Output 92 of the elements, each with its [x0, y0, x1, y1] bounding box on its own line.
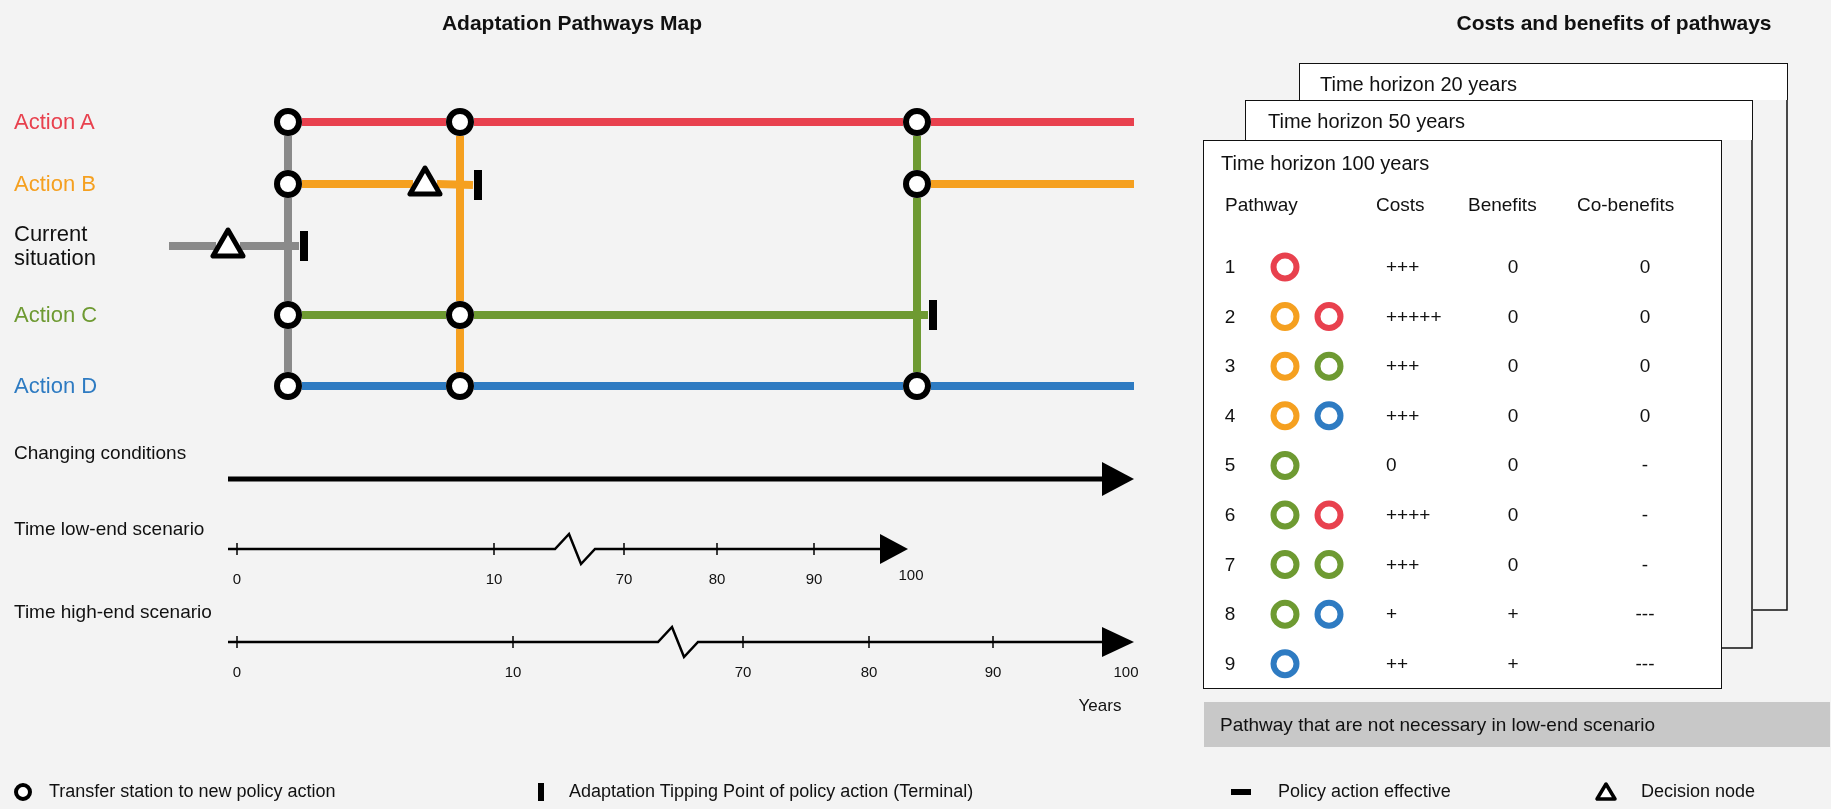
column-header: Benefits: [1468, 194, 1537, 216]
horizon-card: [1203, 140, 1722, 689]
tick-label: 100: [1113, 663, 1139, 681]
co-benefit-value: 0: [1639, 256, 1651, 278]
transfer-station: [274, 170, 302, 198]
legend-text: Policy action effective: [1278, 782, 1451, 802]
tick-label: 90: [984, 663, 1002, 681]
transfer-station: [903, 372, 931, 400]
cost-value: 0: [1386, 454, 1397, 476]
decision-triangle: [407, 165, 443, 197]
benefit-value: +: [1507, 603, 1519, 625]
note-panel: Pathway that are not necessary in low-end scenario: [1204, 702, 1830, 747]
benefit-value: 0: [1507, 454, 1519, 476]
benefit-value: +: [1507, 653, 1519, 675]
card-heading: Time horizon 100 years: [1221, 152, 1430, 174]
action-label: Action C: [14, 302, 99, 328]
pathway-number: 1: [1224, 256, 1236, 278]
map-title: Adaptation Pathways Map: [441, 11, 703, 35]
benefit-value: 0: [1507, 504, 1519, 526]
card-heading: Time horizon 20 years: [1320, 73, 1518, 95]
tipping-point-bar: [300, 231, 308, 261]
co-benefit-value: -: [1641, 554, 1649, 576]
pathway-number: 5: [1224, 454, 1236, 476]
tick-label: 100: [898, 566, 924, 584]
cost-value: ++: [1386, 653, 1409, 675]
pathway-line: [436, 180, 474, 189]
tick-label: 0: [232, 570, 242, 588]
transfer-station: [274, 108, 302, 136]
benefit-value: 0: [1507, 405, 1519, 427]
benefit-value: 0: [1507, 554, 1519, 576]
transfer-station: [274, 301, 302, 329]
axis-title: Time low-end scenario: [14, 518, 205, 540]
pathway-number: 8: [1224, 603, 1236, 625]
card-edge: [1721, 139, 1753, 649]
panel-title: Costs and benefits of pathways: [1456, 11, 1772, 35]
cost-value: +++: [1386, 355, 1420, 377]
benefit-value: 0: [1507, 256, 1519, 278]
tick-label: 80: [708, 570, 726, 588]
tick-label: 10: [485, 570, 503, 588]
tick-label: 70: [734, 663, 752, 681]
cost-value: +++: [1386, 256, 1420, 278]
action-label: Action B: [14, 171, 97, 197]
column-header: Costs: [1376, 194, 1425, 216]
tick-label: 80: [860, 663, 878, 681]
benefit-value: 0: [1507, 306, 1519, 328]
legend-text: Decision node: [1641, 782, 1756, 802]
decision-triangle: [210, 227, 246, 259]
co-benefit-value: -: [1641, 454, 1649, 476]
axis-unit: Years: [1078, 696, 1122, 716]
tipping-point-bar: [929, 300, 937, 330]
horizon-card: [1299, 63, 1788, 100]
column-header: Pathway: [1225, 194, 1298, 216]
co-benefit-value: ---: [1635, 603, 1655, 625]
co-benefit-value: 0: [1639, 306, 1651, 328]
transfer-station: [274, 372, 302, 400]
transfer-station: [446, 108, 474, 136]
cost-value: +++++: [1386, 306, 1442, 328]
tick-label: 10: [504, 663, 522, 681]
card-heading: Time horizon 50 years: [1268, 110, 1466, 132]
pathway-number: 9: [1224, 653, 1236, 675]
tipping-point-bar: [474, 170, 482, 200]
transfer-station: [903, 170, 931, 198]
tick-label: 90: [805, 570, 823, 588]
cost-value: +++: [1386, 554, 1420, 576]
axis-title: Changing conditions: [14, 442, 187, 464]
pathway-number: 6: [1224, 504, 1236, 526]
action-label: Action A: [14, 109, 96, 135]
co-benefit-value: 0: [1639, 355, 1651, 377]
cost-value: +++: [1386, 405, 1420, 427]
cost-value: ++++: [1386, 504, 1431, 526]
co-benefit-value: 0: [1639, 405, 1651, 427]
benefit-value: 0: [1507, 355, 1519, 377]
transfer-station: [446, 301, 474, 329]
transfer-station: [446, 372, 474, 400]
legend-text: Transfer station to new policy action: [49, 782, 336, 802]
card-edge: [1752, 99, 1788, 611]
cost-value: +: [1386, 603, 1398, 625]
tick-label: 70: [615, 570, 633, 588]
axis-title: Time high-end scenario: [14, 601, 212, 623]
column-header: Co-benefits: [1577, 194, 1675, 216]
legend-text: Adaptation Tipping Point of policy action (Terminal): [569, 782, 974, 802]
pathway-number: 4: [1224, 405, 1236, 427]
action-label: Action D: [14, 373, 99, 399]
action-label: Current situation: [14, 221, 97, 271]
co-benefit-value: -: [1641, 504, 1649, 526]
horizon-card: [1245, 100, 1753, 140]
pathway-number: 2: [1224, 306, 1236, 328]
transfer-station: [903, 108, 931, 136]
tick-label: 0: [232, 663, 242, 681]
pathway-number: 7: [1224, 554, 1236, 576]
co-benefit-value: ---: [1635, 653, 1655, 675]
pathway-number: 3: [1224, 355, 1236, 377]
